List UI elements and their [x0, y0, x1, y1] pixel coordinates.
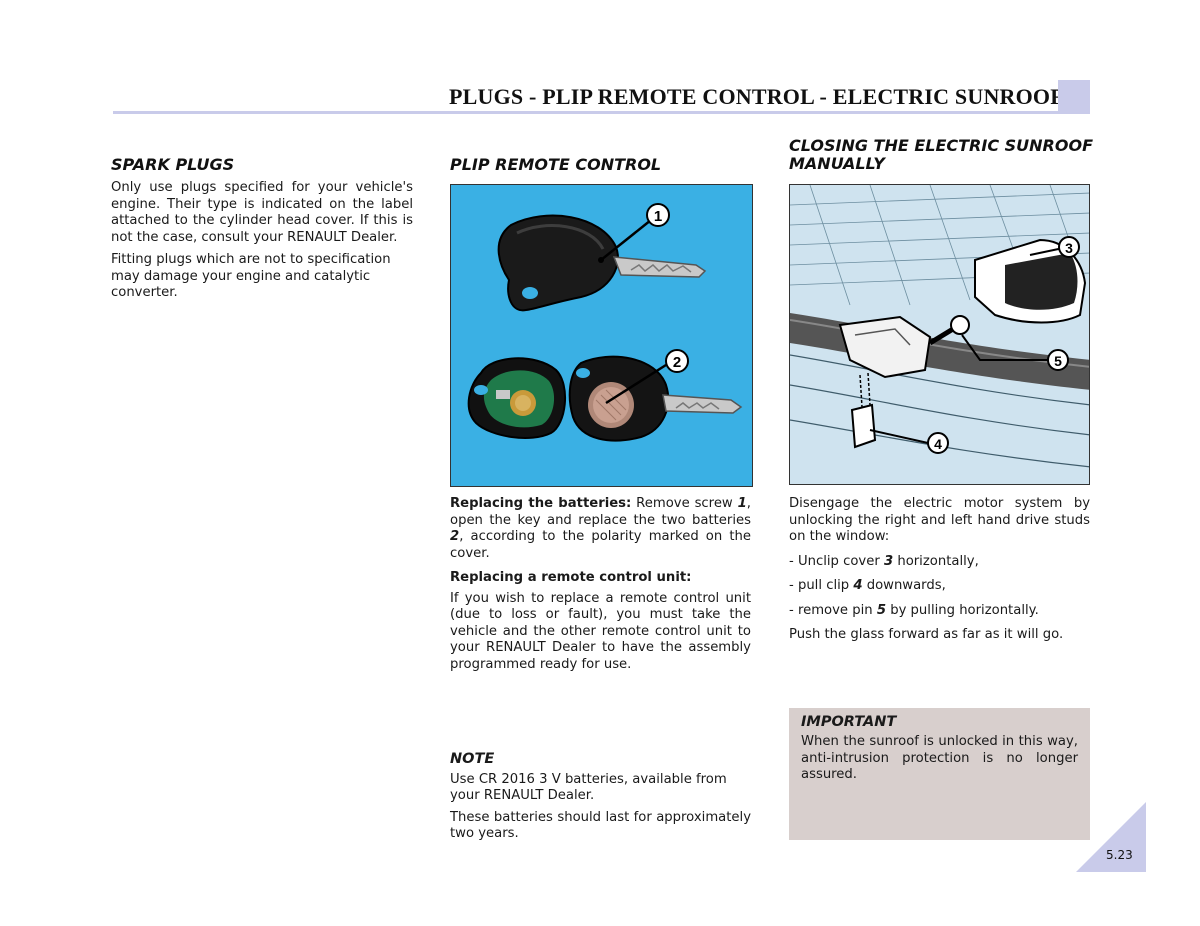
sunroof-step-2: - pull clip 4 downwards, [789, 578, 1090, 595]
plip-text: Replacing the batteries: Remove screw 1,… [450, 496, 751, 680]
step-3-text-end: by pulling horizontally. [886, 602, 1039, 618]
callout-5-icon: 5 [1047, 349, 1069, 371]
header-tab [1058, 80, 1090, 114]
important-heading: IMPORTANT [801, 714, 897, 730]
spark-plugs-text: Only use plugs specified for your vehicl… [111, 180, 413, 308]
sunroof-svg: 3 5 4 [790, 185, 1089, 484]
spark-plugs-heading: SPARK PLUGS [111, 155, 235, 174]
page-title: PLUGS - PLIP REMOTE CONTROL - ELECTRIC S… [449, 84, 1064, 109]
plip-heading: PLIP REMOTE CONTROL [450, 155, 662, 174]
sunroof-step-3: - remove pin 5 by pulling horizontally. [789, 603, 1090, 620]
step-1-text-end: horizontally, [893, 553, 979, 569]
sunroof-push: Push the glass forward as far as it will… [789, 627, 1064, 642]
cover-part [974, 238, 1087, 324]
important-box: IMPORTANT When the sunroof is unlocked i… [789, 708, 1090, 840]
battery-ref-1: 1 [737, 496, 747, 511]
callout-4-label: 4 [934, 436, 942, 452]
important-text: When the sunroof is unlocked in this way… [801, 734, 1078, 782]
callout-1-icon: 1 [646, 203, 670, 227]
callout-3-icon: 3 [1058, 236, 1080, 258]
callout-1-label: 1 [654, 208, 662, 225]
step-3-text: - remove pin [789, 602, 877, 618]
plip-key-illustration: 1 2 [450, 184, 753, 487]
step-1-text: - Unclip cover [789, 553, 884, 569]
note-section: NOTE Use CR 2016 3 V batteries, availabl… [450, 751, 751, 848]
battery-label: Replacing the batteries: [450, 496, 632, 511]
header-rule [113, 111, 1058, 114]
spark-plugs-paragraph: Only use plugs specified for your vehicl… [111, 180, 413, 245]
unit-paragraph: If you wish to replace a remote control … [450, 590, 751, 672]
key-battery-half [568, 355, 743, 442]
battery-text-c: , according to the polarity marked on th… [450, 529, 751, 561]
step-3-ref: 5 [876, 602, 886, 618]
sunroof-step-1: - Unclip cover 3 horizontally, [789, 554, 1090, 571]
callout-4-icon: 4 [927, 432, 949, 454]
step-1-ref: 3 [883, 553, 894, 569]
sunroof-text: Disengage the electric motor system by u… [789, 496, 1090, 648]
roof-lines [790, 354, 1089, 468]
callout-2-label: 2 [673, 354, 681, 371]
sunroof-intro: Disengage the electric motor system by u… [789, 496, 1090, 544]
drive-stud-bracket [838, 315, 932, 379]
clip-part [850, 372, 877, 449]
battery-ref-2: 2 [450, 529, 460, 544]
battery-text-a: Remove screw [631, 496, 738, 511]
key-assembled [497, 214, 707, 312]
step-2-text-end: downwards, [862, 578, 946, 593]
step-2-text: - pull clip [789, 578, 854, 593]
battery-text-b: , open the key and replace the two batte… [450, 496, 751, 528]
sunroof-heading: CLOSING THE ELECTRIC SUNROOF MANUALLY [789, 136, 1093, 173]
battery-paragraph: Replacing the batteries: Remove screw 1,… [450, 496, 751, 562]
page-number: 5.23 [1106, 848, 1133, 862]
pin-part [928, 315, 970, 346]
callout-2-icon: 2 [665, 349, 689, 373]
note-paragraph-2: These batteries should last for approxim… [450, 809, 751, 842]
note-paragraph-1: Use CR 2016 3 V batteries, available fro… [450, 771, 727, 804]
callout-3-label: 3 [1065, 240, 1073, 256]
unit-heading: Replacing a remote control unit: [450, 570, 692, 585]
plip-key-svg: 1 2 [467, 203, 743, 442]
step-2-ref: 4 [853, 578, 863, 593]
note-heading: NOTE [450, 751, 495, 767]
key-circuit-half [467, 357, 567, 439]
spark-plugs-warning: Fitting plugs which are not to specifica… [111, 252, 391, 300]
sunroof-illustration: 3 5 4 [789, 184, 1090, 485]
page-corner-decoration [1076, 802, 1146, 872]
callout-5-label: 5 [1054, 353, 1062, 369]
